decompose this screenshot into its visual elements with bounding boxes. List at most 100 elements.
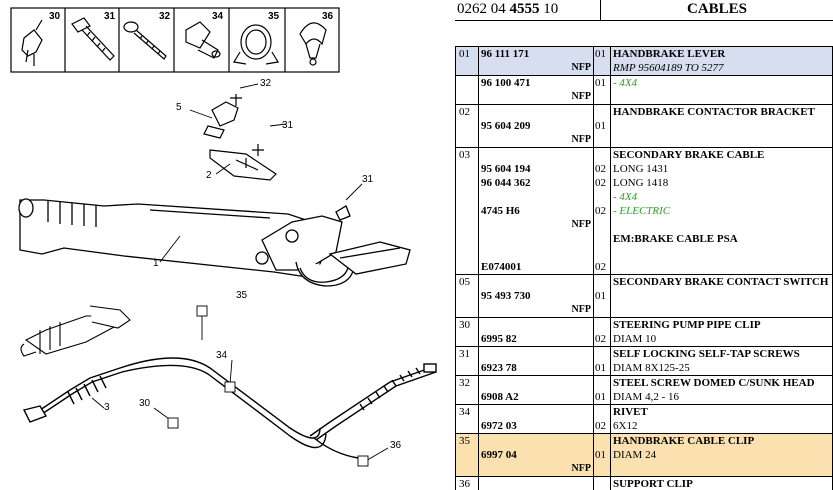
description-line: SECONDARY BRAKE CONTACT SWITCH — [613, 276, 829, 288]
icon-label-35: 35 — [268, 11, 280, 22]
quantity: 02 — [595, 177, 606, 189]
quantity: 01 — [595, 391, 606, 403]
quantity — [594, 434, 610, 448]
description-line: STEERING PUMP PIPE CLIP — [613, 319, 761, 331]
description-line: DIAM 24 — [613, 449, 657, 461]
part-number[interactable]: 96 044 362 — [481, 177, 531, 189]
part-number[interactable]: 95 604 194 — [481, 163, 531, 175]
group-number: 32 — [455, 375, 479, 405]
part-number[interactable]: 6972 03 — [481, 420, 517, 432]
cable-end-drawing — [20, 305, 131, 357]
part-number-cell: 6972 03 — [478, 404, 594, 434]
quantity: 01 — [595, 362, 606, 374]
callout-35: 35 — [236, 290, 248, 301]
group-number — [455, 75, 479, 105]
quantity — [594, 376, 610, 390]
part-number[interactable]: 6923 78 — [481, 362, 517, 374]
quantity-cell: 01 — [593, 433, 611, 477]
part-number[interactable]: 6908 A2 — [481, 391, 519, 403]
parts-list-header: 0262 04 4555 10 CABLES — [455, 0, 833, 21]
callout-31-right: 31 — [362, 174, 374, 185]
description-line: SELF LOCKING SELF-TAP SCREWS — [613, 348, 800, 360]
part-number — [479, 405, 593, 419]
icon-label-36: 36 — [322, 11, 334, 22]
nfp-flag: NFP — [571, 134, 591, 145]
part-number[interactable]: 4745 H6 — [481, 205, 520, 217]
description-line: - 4X4 — [613, 77, 638, 89]
callout-1: 1 — [153, 258, 159, 269]
part-number[interactable]: 96 100 471 — [481, 77, 531, 89]
part-number — [479, 275, 593, 289]
support-clip-icon — [299, 22, 327, 66]
quantity: 02 — [595, 163, 606, 175]
description-cell: SUPPORT CLIP — [610, 476, 833, 490]
quantity-cell — [593, 476, 611, 490]
quantity: 01 — [595, 120, 606, 132]
quantity-cell: 01 — [593, 375, 611, 405]
callout-31-top: 31 — [282, 120, 294, 131]
part-number[interactable]: 95 604 209 — [481, 120, 531, 132]
secondary-brake-cable-drawing — [22, 357, 437, 459]
description-cell: HANDBRAKE CONTACTOR BRACKET — [610, 104, 833, 148]
small-parts-icon-strip — [10, 7, 340, 73]
description-line: 6X12 — [613, 420, 638, 432]
part-number — [479, 105, 593, 119]
quantity: 02 — [595, 205, 606, 217]
part-number[interactable]: 6995 82 — [481, 333, 517, 345]
part-number[interactable]: E074001 — [481, 261, 522, 273]
description-line: DIAM 8X125-25 — [613, 362, 690, 374]
quantity: 01 — [595, 290, 606, 302]
nfp-flag: NFP — [571, 304, 591, 315]
part-number — [479, 318, 593, 332]
contactor-bracket-drawing — [209, 144, 277, 181]
description-line — [611, 90, 832, 104]
callout-5: 5 — [176, 102, 182, 113]
quantity — [594, 148, 610, 162]
part-number[interactable]: 6997 04 — [481, 449, 517, 461]
quantity — [594, 61, 610, 75]
quantity — [594, 105, 610, 119]
description-line: SECONDARY BRAKE CABLE — [613, 149, 765, 161]
part-number[interactable]: 96 111 171 — [481, 48, 530, 60]
part-number — [479, 347, 593, 361]
group-number: 34 — [455, 404, 479, 434]
quantity — [594, 133, 610, 147]
description-line: LONG 1431 — [613, 163, 669, 175]
part-number-cell — [478, 476, 594, 490]
part-number[interactable]: 95 493 730 — [481, 290, 531, 302]
quantity — [594, 275, 610, 289]
description-line — [611, 289, 832, 303]
callout-30: 30 — [139, 398, 151, 409]
description-line: EM:BRAKE CABLE PSA — [613, 233, 738, 245]
cable-clip-icon — [233, 24, 279, 65]
part-number — [479, 190, 593, 204]
rivet-icon — [185, 21, 221, 59]
description-line: HANDBRAKE LEVER — [613, 48, 726, 60]
domed-screw-icon — [123, 21, 167, 60]
handbrake-lever-drawing — [18, 198, 411, 287]
part-number — [479, 232, 593, 246]
quantity: 01 — [595, 48, 606, 60]
quantity-cell: 01 — [593, 75, 611, 105]
part-number-cell: 6995 82 — [478, 317, 594, 347]
description-cell: SELF LOCKING SELF-TAP SCREWS DIAM 8X125-2… — [610, 346, 833, 376]
quantity — [594, 477, 610, 490]
icon-label-30: 30 — [49, 11, 61, 22]
part-number-cell: 6923 78 — [478, 346, 594, 376]
description-line: - ELECTRIC — [613, 205, 671, 217]
